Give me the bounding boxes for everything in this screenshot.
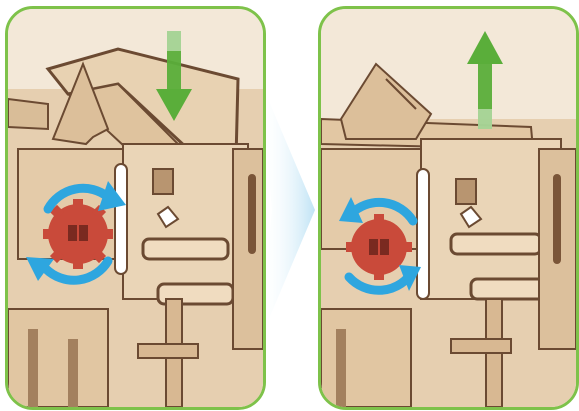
after-illustration [321,9,576,407]
before-panel [5,6,266,410]
chevron-right-icon [260,80,320,344]
before-illustration [8,9,263,407]
after-panel [318,6,579,410]
